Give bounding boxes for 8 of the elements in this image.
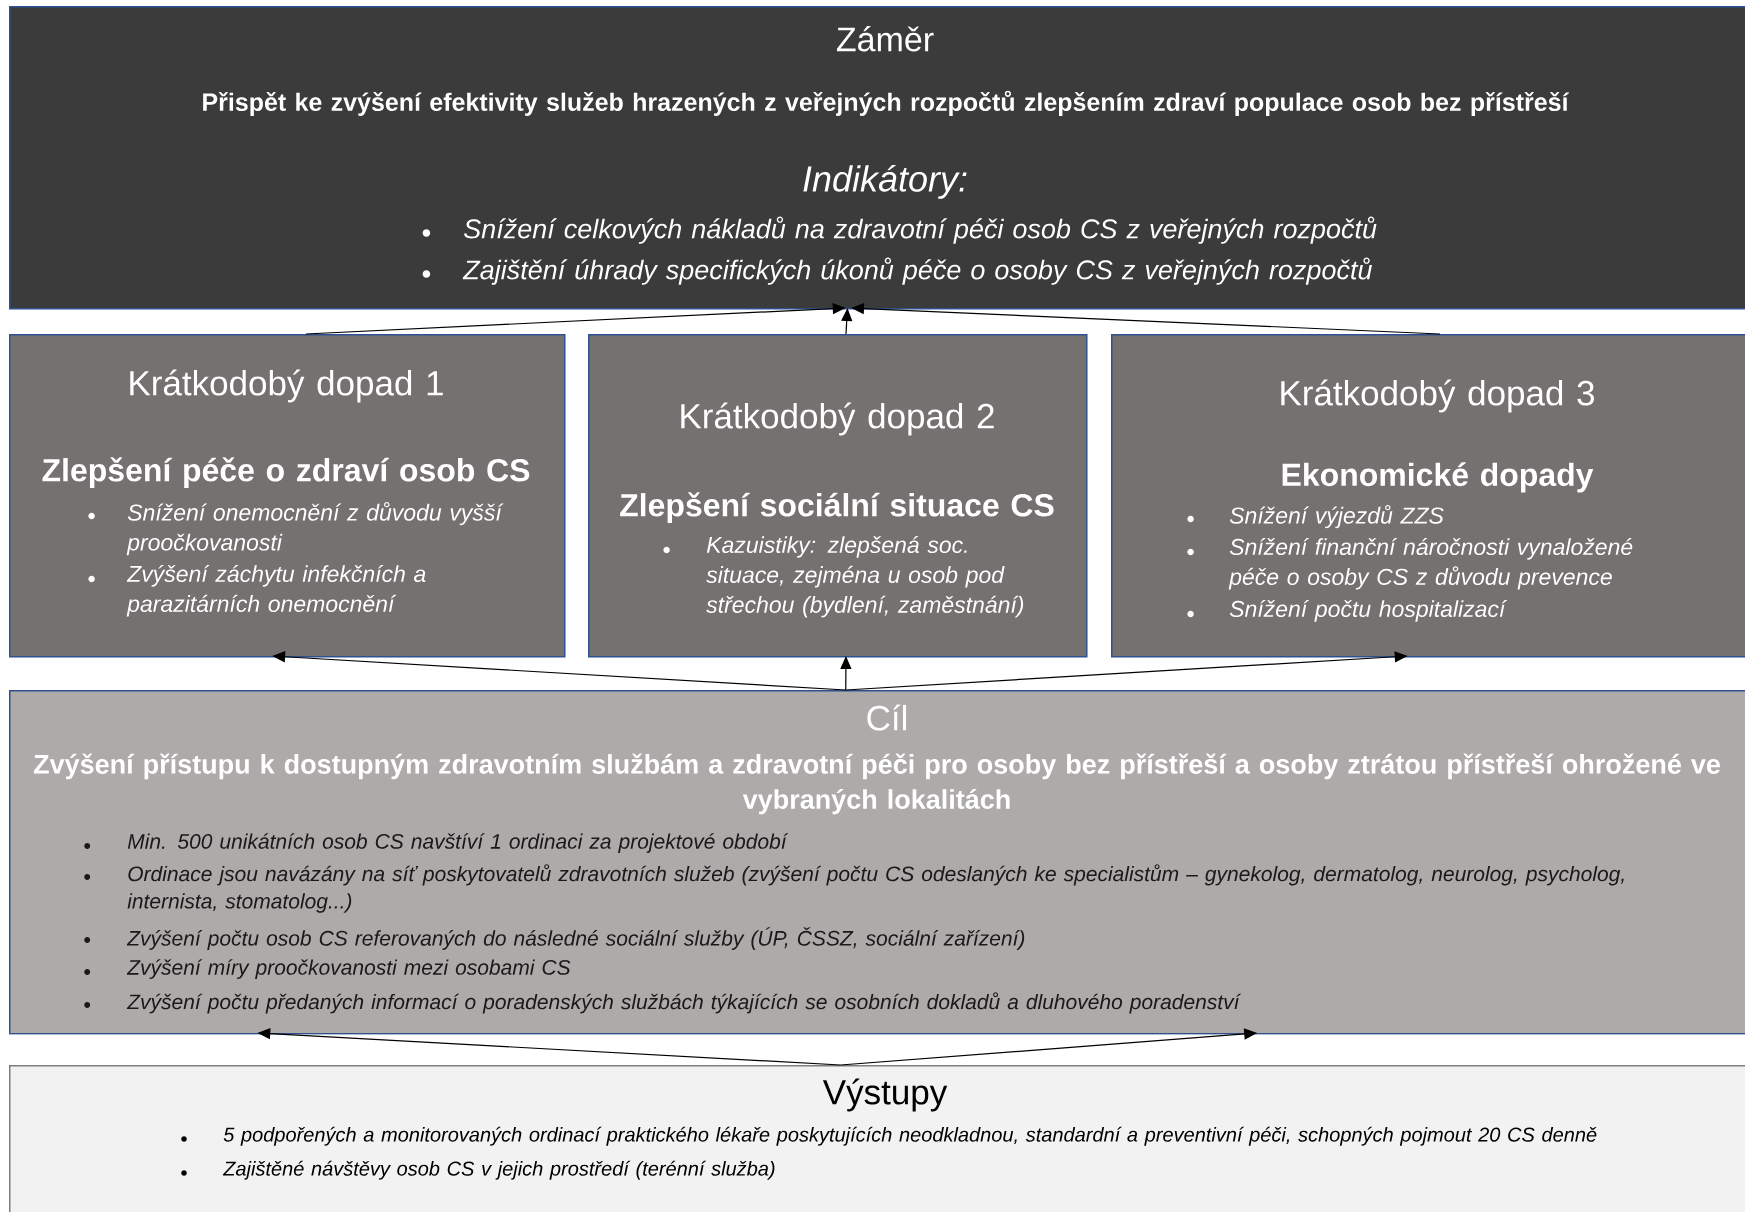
arrow — [841, 308, 853, 335]
aim-box: Záměr Přispět ke zvýšení efektivity služeb hrazených z veřejných rozpočtů zlepšením zdraví populace osob bez přístřeší Indikátory: Snížení celkových nákladů na zdravotní péči osob CS z veřejných rozpočtů Zajištění úhrady specifických úkonů péče o osoby CS z veřejných rozpočtů — [9, 6, 1745, 310]
impact-box: Krátkodobý dopad 3 Ekonomické dopady Snížení výjezdů ZZS Snížení finanční náročnosti vynaložené péče o osoby CS z důvodu prevence Snížení počtu hospitalizací — [1111, 334, 1745, 658]
impact-box: Krátkodobý dopad 2 Zlepšení sociální situace CS Kazuistiky: zlepšená soc. situace, zejména u osob pod střechou (bydlení, zaměstnání) — [588, 334, 1088, 658]
impact-box: Krátkodobý dopad 1 Zlepšení péče o zdraví osob CS Snížení onemocnění z důvodu vyšší proočkovanosti Zvýšení záchytu infekčních a parazitárních onemocnění — [9, 334, 566, 658]
arrow — [840, 656, 852, 691]
output-box: Výstupy 5 podpořených a monitorovaných ordinací praktického lékaře poskytujících neodkladnou, standardní a preventivní péči, schopných pojmout 20 CS denně Zajištěné návštěvy osob CS v jejich prostředí (terénní služba) — [9, 1065, 1745, 1212]
goal-box: Cíl Zvýšení přístupu k dostupným zdravotním službám a zdravotní péči pro osoby bez přístřeší a osoby ztrátou přístřeší ohrožené ve vybraných lokalitách Min. 500 unikátních osob CS navštíví 1 ordinaci za projektové období Ordinace jsou navázány na síť poskytovatelů zdravotních služeb (zvýšení počtu CS odeslaných ke specialistům – gynekolog, dermatolog, neurolog, psycholog, internista, stomatolog...) Zvýšení počtu osob CS referovaných do následné sociální služby (ÚP, ČSSZ, sociální zařízení) Zvýšení míry proočkovanosti mezi osobami CS Zvýšení počtu předaných informací o poradenských službách týkajících se osobních dokladů a dluhového poradenství — [9, 690, 1745, 1035]
